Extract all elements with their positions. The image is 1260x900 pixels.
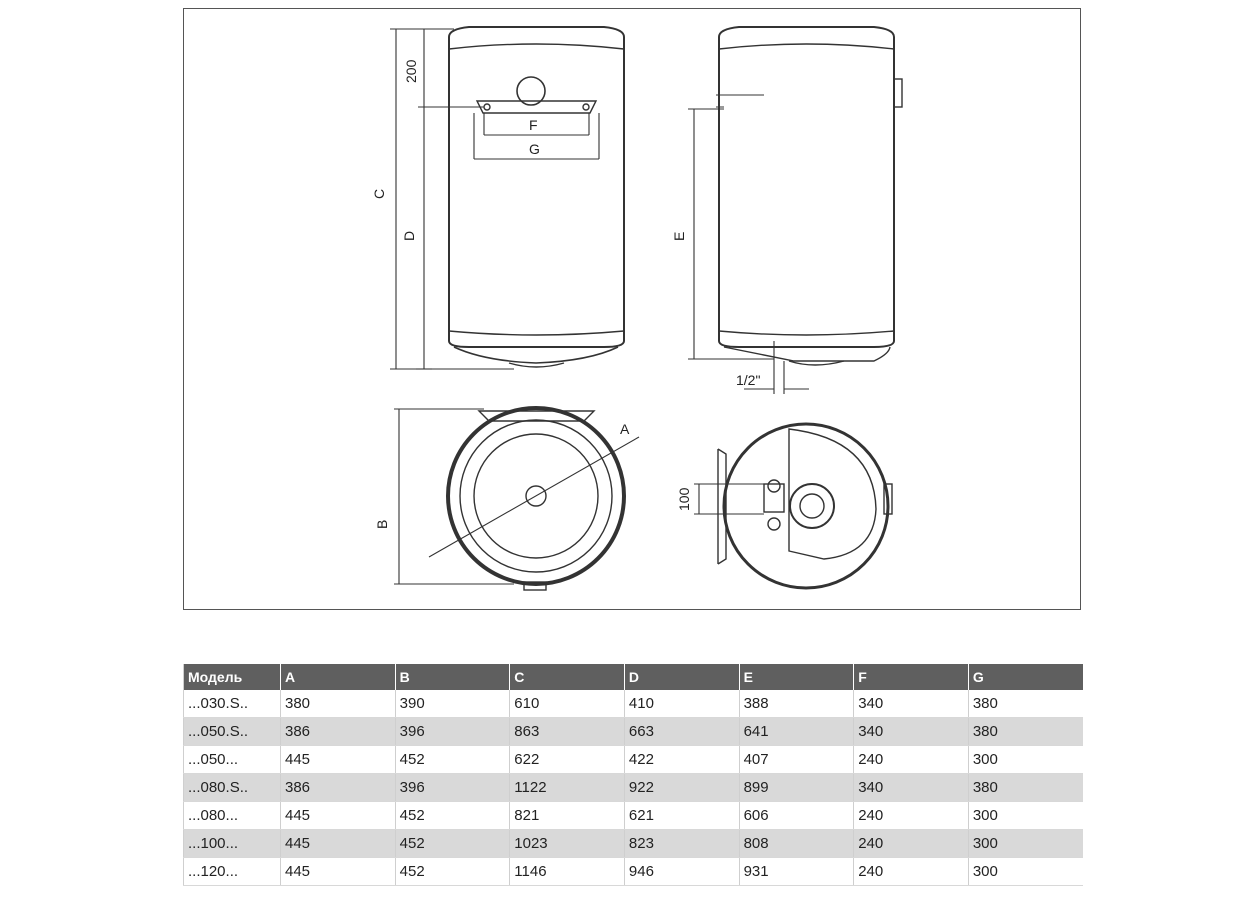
label-pipe: 1/2": [736, 372, 760, 388]
cell-b: 396: [394, 773, 510, 802]
cell-g: 380: [967, 717, 1083, 746]
cell-a: 386: [280, 717, 396, 746]
label-200: 200: [403, 59, 419, 83]
side-dimension-lines: [688, 89, 774, 360]
header-d: D: [623, 664, 740, 690]
header-e: E: [738, 664, 854, 690]
label-a: A: [620, 421, 630, 437]
table-row: ...050.S.. 386 396 863 663 641 340 380: [183, 717, 1083, 746]
table-row: ...050... 445 452 622 422 407 240 300: [183, 745, 1083, 774]
cell-f: 240: [853, 801, 969, 830]
cell-b: 396: [394, 717, 510, 746]
cell-model: ...100...: [183, 829, 281, 858]
table-row: ...080... 445 452 821 621 606 240 300: [183, 801, 1083, 830]
cell-model: ...050...: [183, 745, 281, 774]
table-row: ...120... 445 452 1146 946 931 240 300: [183, 857, 1083, 886]
cell-f: 240: [853, 857, 969, 886]
cell-c: 821: [509, 801, 625, 830]
header-a: A: [280, 664, 396, 690]
cell-f: 340: [853, 717, 969, 746]
cell-model: ...030.S..: [183, 690, 281, 718]
cell-a: 380: [280, 690, 396, 718]
cell-c: 863: [509, 717, 625, 746]
label-b: B: [374, 520, 390, 529]
table-row: ...080.S.. 386 396 1122 922 899 340 380: [183, 773, 1083, 802]
label-e: E: [671, 232, 687, 241]
cell-d: 946: [623, 857, 740, 886]
cell-f: 340: [853, 773, 969, 802]
cell-f: 240: [853, 829, 969, 858]
cell-g: 300: [967, 829, 1083, 858]
cell-model: ...080.S..: [183, 773, 281, 802]
cell-c: 1122: [509, 773, 625, 802]
cell-g: 300: [967, 745, 1083, 774]
cell-b: 452: [394, 801, 510, 830]
cell-b: 452: [394, 745, 510, 774]
label-100: 100: [676, 487, 692, 511]
cell-f: 240: [853, 745, 969, 774]
header-g: G: [967, 664, 1083, 690]
cell-a: 445: [280, 745, 396, 774]
cell-d: 621: [623, 801, 740, 830]
cell-d: 823: [623, 829, 740, 858]
cell-d: 410: [623, 690, 740, 718]
technical-drawing: C D 200 F G E 1/2" B A 100: [183, 8, 1081, 610]
cell-e: 606: [738, 801, 854, 830]
cell-e: 388: [738, 690, 854, 718]
cell-g: 380: [967, 690, 1083, 718]
cell-c: 622: [509, 745, 625, 774]
cell-g: 380: [967, 773, 1083, 802]
table-row: ...100... 445 452 1023 823 808 240 300: [183, 829, 1083, 858]
cell-c: 610: [509, 690, 625, 718]
front-view: [448, 26, 625, 368]
cell-a: 445: [280, 857, 396, 886]
label-d: D: [401, 231, 417, 241]
cell-e: 641: [738, 717, 854, 746]
table-header-row: Модель A B C D E F G: [183, 664, 1083, 690]
cell-a: 386: [280, 773, 396, 802]
cell-b: 452: [394, 829, 510, 858]
bottom-view-side: [694, 422, 893, 590]
side-view: [716, 26, 903, 394]
cell-model: ...080...: [183, 801, 281, 830]
cell-g: 300: [967, 801, 1083, 830]
cell-a: 445: [280, 801, 396, 830]
cell-f: 340: [853, 690, 969, 718]
cell-d: 663: [623, 717, 740, 746]
cell-d: 422: [623, 745, 740, 774]
cell-a: 445: [280, 829, 396, 858]
cell-e: 899: [738, 773, 854, 802]
cell-e: 931: [738, 857, 854, 886]
label-c: C: [371, 189, 387, 199]
cell-model: ...050.S..: [183, 717, 281, 746]
dimensions-table: Модель A B C D E F G ...030.S.. 380 390 …: [183, 664, 1083, 886]
cell-c: 1023: [509, 829, 625, 858]
front-dimension-lines: [390, 28, 514, 370]
label-f: F: [529, 117, 538, 133]
cell-d: 922: [623, 773, 740, 802]
header-f: F: [853, 664, 969, 690]
cell-model: ...120...: [183, 857, 281, 886]
header-b: B: [394, 664, 510, 690]
cell-c: 1146: [509, 857, 625, 886]
header-model: Модель: [183, 664, 281, 690]
header-c: C: [509, 664, 625, 690]
table-row: ...030.S.. 380 390 610 410 388 340 380: [183, 690, 1083, 718]
cell-e: 407: [738, 745, 854, 774]
cell-g: 300: [967, 857, 1083, 886]
bottom-view-front: [394, 406, 640, 591]
cell-b: 390: [394, 690, 510, 718]
cell-e: 808: [738, 829, 854, 858]
label-g: G: [529, 141, 540, 157]
drawing-svg: C D 200 F G E 1/2" B A 100: [371, 26, 903, 591]
cell-b: 452: [394, 857, 510, 886]
